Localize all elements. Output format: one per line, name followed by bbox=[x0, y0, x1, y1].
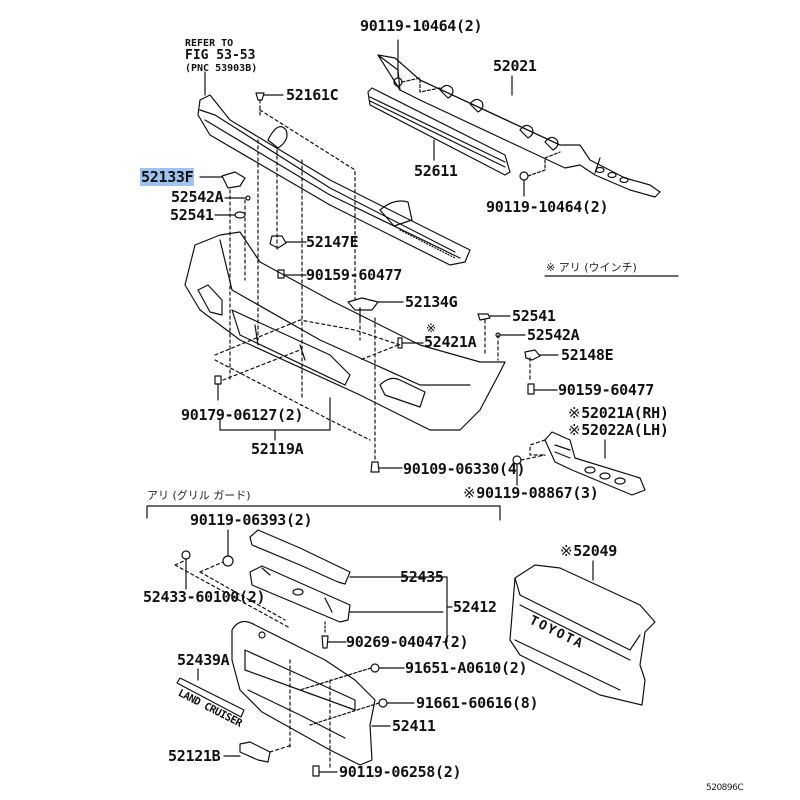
retainer-52147E bbox=[269, 235, 307, 249]
callout-52433-60100[interactable]: 52433-60100(2) bbox=[143, 588, 266, 606]
callout-90119-10464-bottom[interactable]: 90119-10464(2) bbox=[486, 198, 609, 216]
callout-52161C[interactable]: 52161C bbox=[286, 86, 339, 104]
reference-line-3: (PNC 53903B) bbox=[185, 63, 258, 74]
grille-guard-group-bracket bbox=[146, 505, 501, 521]
bolt-90119-06393 bbox=[222, 529, 234, 567]
bolt-90119-10464-top bbox=[393, 39, 441, 93]
bumper-cover-52119A bbox=[184, 231, 506, 431]
assembly-lines-upper bbox=[229, 139, 531, 461]
callout-52049[interactable]: 52049 bbox=[560, 543, 617, 559]
pin-52542A-left bbox=[224, 195, 251, 201]
optional-mark-52421A: ※ bbox=[426, 321, 436, 335]
callout-52134G[interactable]: 52134G bbox=[405, 293, 458, 311]
grille-52049 bbox=[509, 560, 656, 706]
reinforcement-52021 bbox=[377, 54, 661, 198]
callout-90159-60477-right[interactable]: 90159-60477 bbox=[558, 381, 655, 399]
callout-90109-06330[interactable]: 90109-06330(4) bbox=[403, 460, 526, 478]
callout-52541-right[interactable]: 52541 bbox=[512, 307, 556, 325]
callout-90119-08867[interactable]: 90119-08867(3) bbox=[463, 485, 599, 501]
winch-option-note: ※ アリ (ウインチ) bbox=[546, 261, 637, 274]
guard-bar-52412 bbox=[249, 565, 453, 643]
guard-bar-52435 bbox=[249, 529, 444, 585]
callout-52133F[interactable]: 52133F bbox=[140, 168, 195, 186]
emblem-52439A bbox=[176, 668, 245, 718]
callout-52421A[interactable]: 52421A bbox=[424, 333, 477, 351]
callout-52021[interactable]: 52021 bbox=[493, 57, 537, 75]
callout-52121B[interactable]: 52121B bbox=[168, 747, 221, 765]
bracket-52121B bbox=[223, 741, 293, 763]
plug-52421A bbox=[359, 337, 424, 361]
callout-90119-06393[interactable]: 90119-06393(2) bbox=[190, 511, 313, 529]
clip-52161C bbox=[255, 92, 356, 301]
bumper-cover-bottom-lines bbox=[214, 319, 401, 441]
reference-line-1: REFER TO bbox=[185, 38, 234, 49]
pin-52542A-right bbox=[495, 332, 526, 338]
bolt-90269-04047 bbox=[321, 621, 347, 649]
callout-52542A-right[interactable]: 52542A bbox=[527, 326, 580, 344]
grille-guard-option-note: アリ (グリル ガード) bbox=[147, 489, 251, 502]
screw-90159-60477-right bbox=[527, 383, 558, 395]
callout-52119A[interactable]: 52119A bbox=[251, 440, 304, 458]
cap-52541-left bbox=[214, 211, 246, 219]
reference-note: REFER TO FIG 53-53 (PNC 53903B) bbox=[185, 38, 257, 74]
callout-52421A-group: ※ 52421A bbox=[424, 321, 477, 351]
callout-52541-left[interactable]: 52541 bbox=[170, 206, 214, 224]
callout-52411[interactable]: 52411 bbox=[392, 717, 436, 735]
callout-90269-04047[interactable]: 90269-04047(2) bbox=[346, 633, 469, 651]
bolt-90109-06330 bbox=[370, 461, 403, 473]
callout-52542A-left[interactable]: 52542A bbox=[171, 188, 224, 206]
fastener-90179-06127 bbox=[214, 349, 301, 401]
nut-52433-60100 bbox=[174, 550, 291, 629]
callout-52133F-text: 52133F bbox=[140, 168, 195, 186]
callout-52611[interactable]: 52611 bbox=[414, 162, 458, 180]
screw-90159-60477-left bbox=[277, 269, 307, 279]
cover-52133F bbox=[199, 171, 246, 189]
callout-90159-60477-left[interactable]: 90159-60477 bbox=[306, 266, 403, 284]
callout-52147E[interactable]: 52147E bbox=[306, 233, 359, 251]
callout-52022A-LH[interactable]: 52022A(LH) bbox=[568, 422, 669, 438]
bracket-52021A-52022A bbox=[529, 431, 646, 496]
callout-90119-10464-top[interactable]: 90119-10464(2) bbox=[360, 17, 483, 35]
callout-52148E[interactable]: 52148E bbox=[561, 346, 614, 364]
screw-91651-A0610 bbox=[299, 663, 405, 691]
cover-52134G bbox=[347, 297, 404, 311]
bumper-retainer bbox=[197, 71, 471, 266]
drawing-code: 520896C bbox=[706, 783, 744, 793]
callout-52412[interactable]: 52412 bbox=[453, 598, 497, 616]
bolt-90119-06258 bbox=[312, 765, 338, 777]
grille-guard-52411 bbox=[231, 620, 391, 771]
cap-52541-right bbox=[477, 313, 511, 321]
callout-52439A[interactable]: 52439A bbox=[177, 651, 230, 669]
callout-91651-A0610[interactable]: 91651-A0610(2) bbox=[405, 659, 528, 677]
callout-90179-06127[interactable]: 90179-06127(2) bbox=[181, 406, 304, 424]
reference-line-2: FIG 53-53 bbox=[185, 48, 256, 63]
callout-52021A-RH[interactable]: 52021A(RH) bbox=[568, 405, 669, 421]
retainer-52148E bbox=[524, 349, 559, 361]
callout-90119-06258[interactable]: 90119-06258(2) bbox=[339, 763, 462, 781]
callout-52435[interactable]: 52435 bbox=[400, 568, 444, 586]
bolt-90119-08867 bbox=[512, 454, 546, 486]
bolt-90119-10464-bottom bbox=[519, 151, 561, 197]
callout-91661-60616[interactable]: 91661-60616(8) bbox=[416, 694, 539, 712]
absorber-52611 bbox=[367, 87, 511, 176]
screw-91661-60616 bbox=[309, 698, 415, 726]
